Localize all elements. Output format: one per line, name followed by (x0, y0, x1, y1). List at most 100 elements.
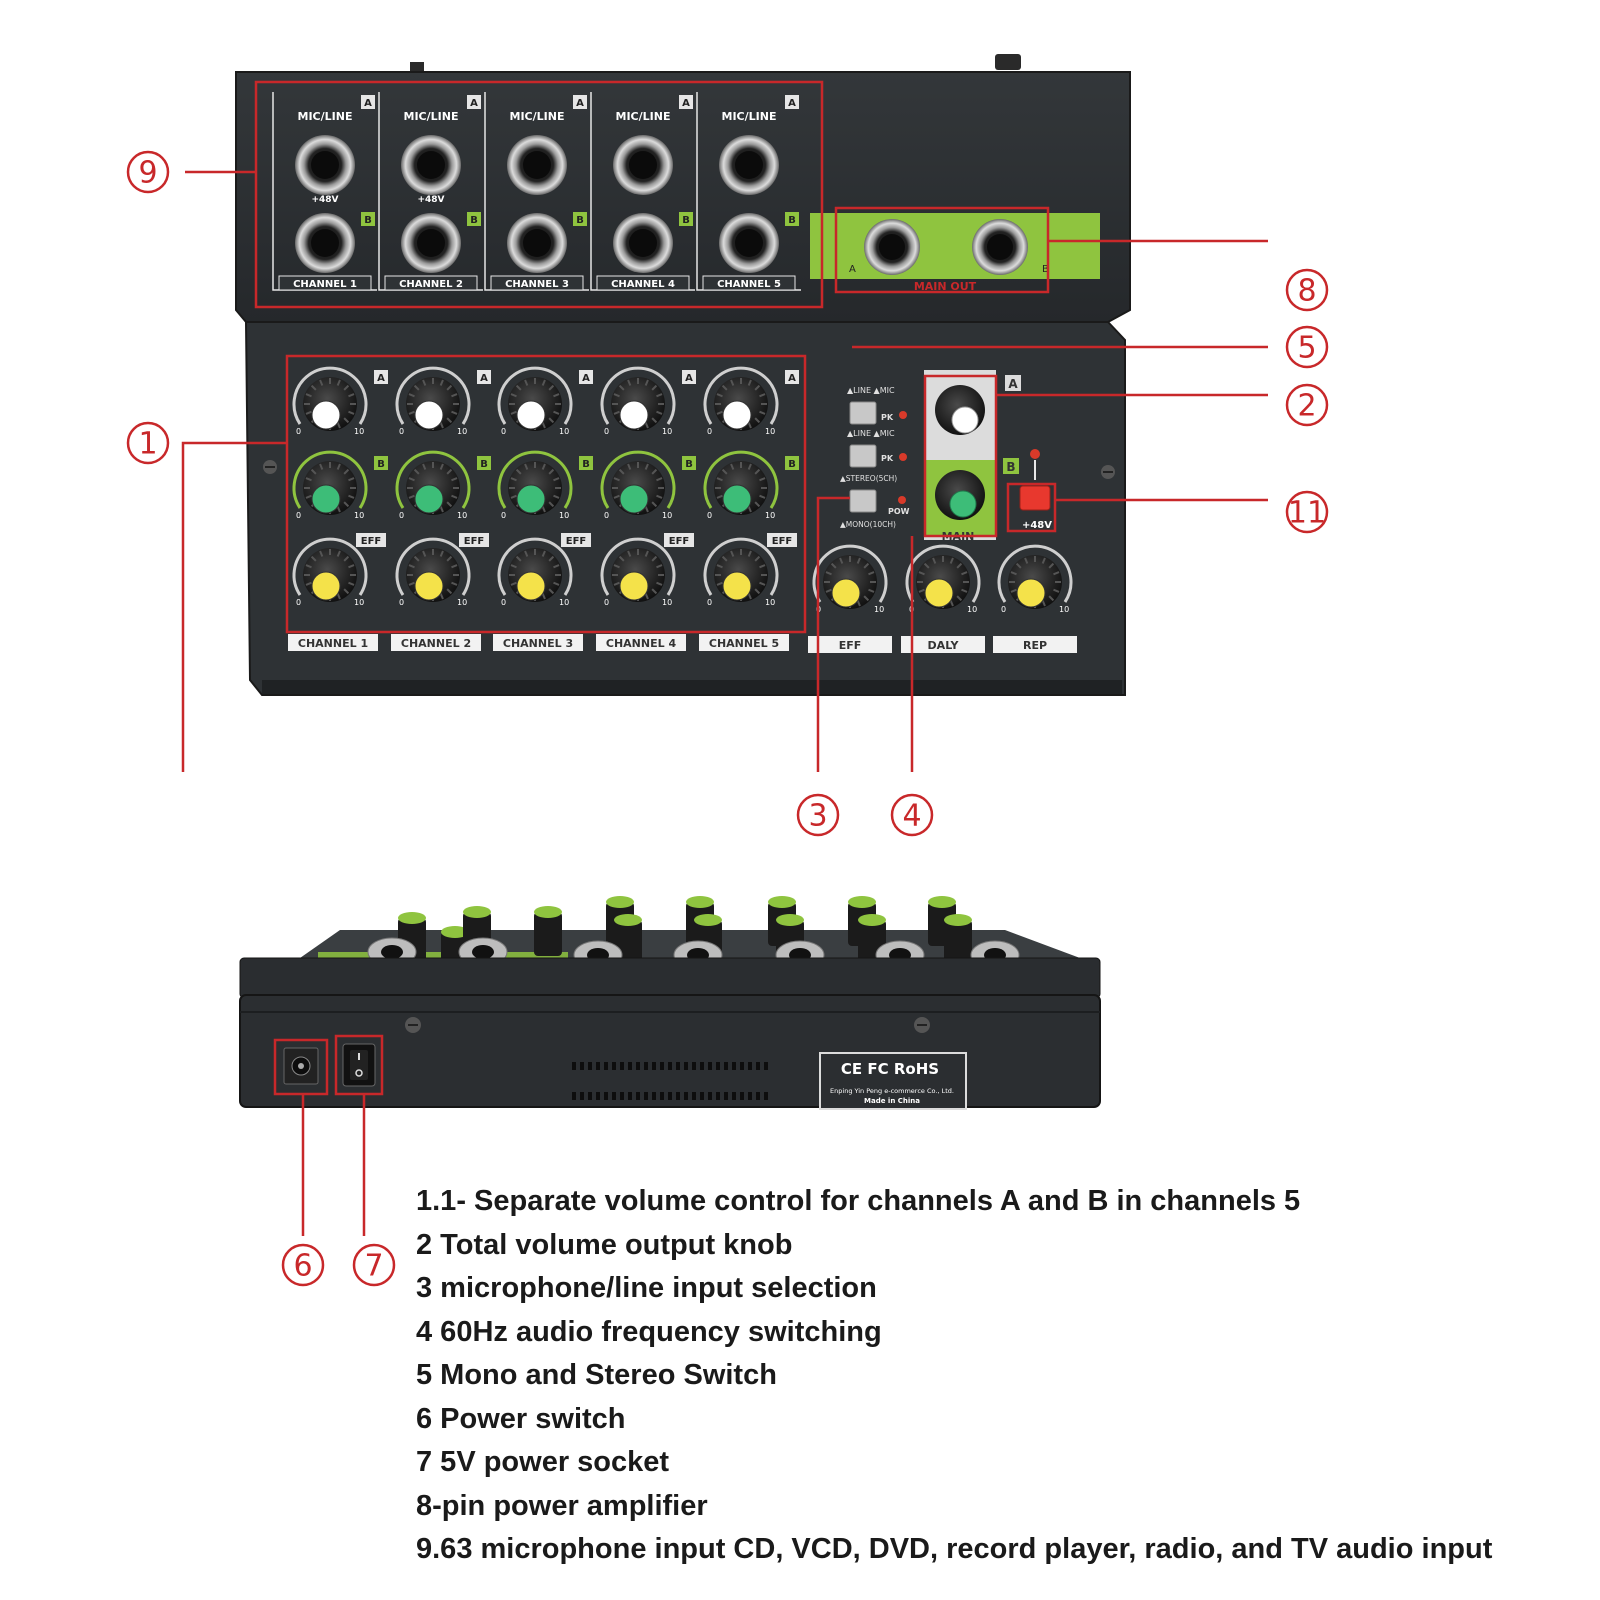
power-label: POWER (336, 1107, 382, 1120)
channel-label: CHANNEL 5 (709, 637, 779, 650)
main-out-b-label: B (1042, 264, 1049, 275)
legend-line-5: 5 Mono and Stereo Switch (416, 1359, 777, 1391)
scale-min-label: 0 (604, 511, 609, 520)
main-out-jack-a[interactable] (864, 219, 920, 275)
row-a-badge: A (364, 98, 372, 109)
eff-badge: EFF (361, 536, 382, 547)
line-mic-switch-1[interactable] (849, 401, 877, 425)
scale-max-label: 10 (662, 427, 672, 436)
scale-max-label: 10 (559, 598, 569, 607)
effect-knob[interactable]: 0 10 (497, 537, 573, 607)
callout-5: 5 (1285, 325, 1329, 369)
scale-min-label: 0 (1001, 605, 1006, 614)
scale-min-label: 0 (399, 511, 404, 520)
peak-led-icon (899, 453, 907, 461)
row-a-badge: A (377, 373, 385, 384)
input-jack-a[interactable] (613, 135, 673, 195)
scale-min-label: 0 (604, 598, 609, 607)
main-out-a-label: A (849, 264, 856, 275)
channel-label: CHANNEL 4 (611, 279, 675, 290)
row-b-badge: B (364, 215, 372, 226)
cert-label: CE FC RoHS Enping Yin Peng e-commerce Co… (819, 1052, 967, 1110)
effect-knob[interactable]: 0 10 (703, 537, 779, 607)
phantom-label: +48V (311, 195, 338, 205)
scale-min-label: 0 (501, 427, 506, 436)
channel-label: CHANNEL 1 (293, 279, 357, 290)
callout-number: 4 (902, 799, 921, 834)
mic-line-label: MIC/LINE (298, 110, 353, 123)
eff-badge: EFF (669, 536, 690, 547)
main-out-jack-b[interactable] (972, 219, 1028, 275)
scale-min-label: 0 (501, 598, 506, 607)
callout-3: 3 (796, 793, 840, 837)
mono-stereo-switch[interactable] (849, 489, 877, 513)
main-volume-knob-a[interactable] (935, 385, 985, 435)
scale-max-label: 10 (765, 598, 775, 607)
scale-max-label: 10 (457, 427, 467, 436)
input-jack-a[interactable] (401, 135, 461, 195)
row-b-badge: B (788, 215, 796, 226)
row-b-badge: B (470, 215, 478, 226)
box-master-knob (923, 374, 998, 538)
input-jack-b[interactable] (719, 213, 779, 273)
input-jack-a[interactable] (719, 135, 779, 195)
input-channel-1: A MIC/LINE +48V B CHANNEL 1 (272, 92, 377, 291)
callout-2: 2 (1285, 383, 1329, 427)
callout-number: 7 (364, 1249, 383, 1284)
input-jack-b[interactable] (507, 213, 567, 273)
screw-icon (263, 460, 277, 474)
maker-line2: Made in China (864, 1097, 920, 1105)
channel-label: CHANNEL 3 (505, 279, 569, 290)
main-volume-knob-b[interactable] (935, 470, 985, 520)
screw-icon (1101, 465, 1115, 479)
scale-min-label: 0 (707, 598, 712, 607)
phantom-48v-button[interactable] (1019, 485, 1051, 511)
box-channel-knobs (285, 354, 807, 634)
input-jack-b[interactable] (295, 213, 355, 273)
line-mic-switch-2[interactable] (849, 444, 877, 468)
fx-knob[interactable]: 0 10 (997, 544, 1073, 614)
input-jack-b[interactable] (401, 213, 461, 273)
dc-5v-socket[interactable] (283, 1047, 319, 1085)
channel-label: CHANNEL 1 (298, 637, 368, 650)
power-switch[interactable] (342, 1043, 376, 1087)
callout-number: 6 (293, 1249, 312, 1284)
volume-knob-b[interactable]: 0 10 (703, 450, 779, 520)
input-jack-a[interactable] (295, 135, 355, 195)
callout-6: 6 (281, 1243, 325, 1287)
pow-label: POW (888, 507, 910, 516)
scale-max-label: 10 (457, 598, 467, 607)
channel-label: CHANNEL 5 (717, 279, 781, 290)
input-jack-a[interactable] (507, 135, 567, 195)
box-power-switch (334, 1034, 384, 1096)
led-indicator (1030, 449, 1040, 459)
scale-max-label: 10 (1059, 605, 1069, 614)
stereo-label: ▲STEREO(5CH) (840, 474, 897, 483)
mic-line-label: MIC/LINE (404, 110, 459, 123)
switch-label-line-mic-1: ▲LINE ▲MIC (847, 386, 895, 395)
pk-label-1: PK (881, 413, 894, 422)
callout-4: 4 (890, 793, 934, 837)
input-jack-b[interactable] (613, 213, 673, 273)
master-b-badge: B (1006, 460, 1015, 474)
scale-max-label: 10 (765, 511, 775, 520)
scale-min-label: 0 (707, 511, 712, 520)
callout-number: 3 (808, 799, 827, 834)
